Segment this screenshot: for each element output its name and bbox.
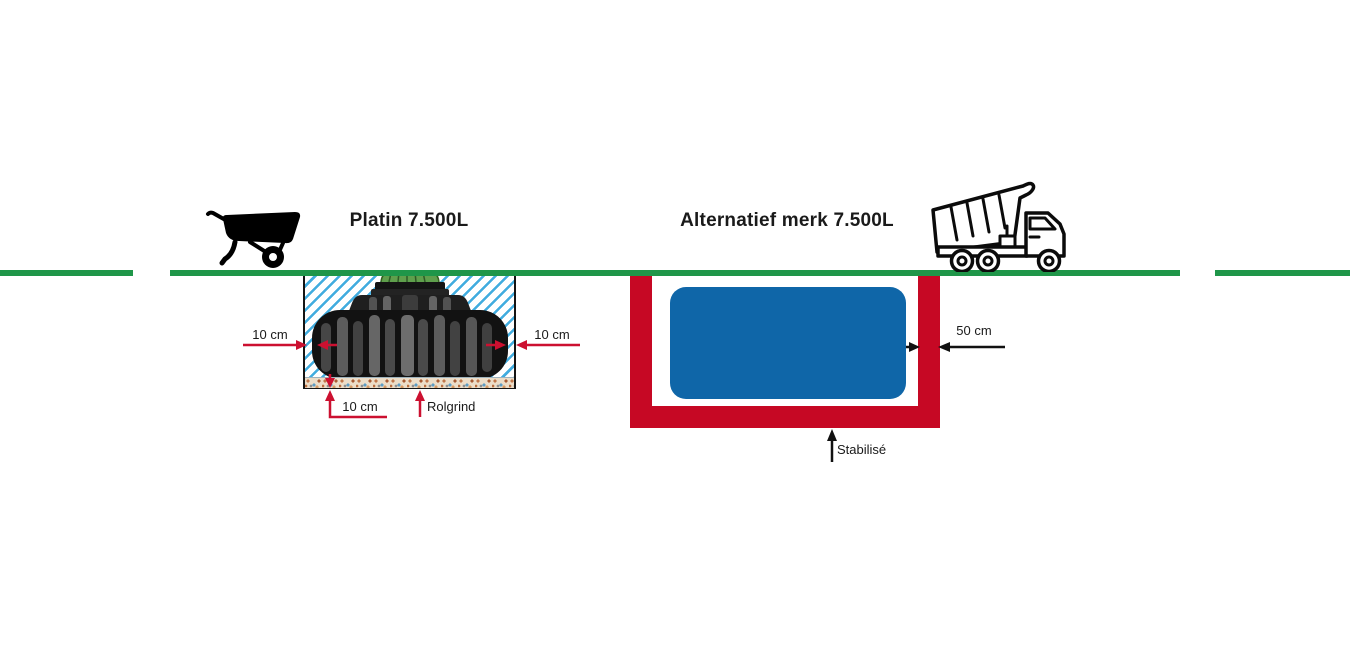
dim-label-bottom: 10 cm: [342, 399, 378, 414]
ground-line-segment: [0, 270, 133, 276]
ground-line-segment: [1215, 270, 1350, 276]
dim-label-left: 10 cm: [252, 327, 288, 342]
concrete-shell: [630, 276, 940, 428]
dump-truck-icon: [931, 181, 1066, 272]
ground-line-segment: [170, 270, 1180, 276]
alternative-tank: [670, 287, 906, 399]
left-diagram-title: Platin 7.500L: [349, 210, 469, 231]
wall-dim-label: 50 cm: [956, 323, 992, 338]
base-label: Stabilisé: [837, 442, 887, 457]
gravel-label: Rolgrind: [427, 399, 476, 414]
wheelbarrow-icon: [206, 210, 301, 268]
dim-label-right: 10 cm: [534, 327, 570, 342]
flat-tank-illustration: [312, 271, 508, 379]
gravel-layer: [305, 377, 514, 388]
right-diagram-title: Alternatief merk 7.500L: [680, 210, 894, 231]
